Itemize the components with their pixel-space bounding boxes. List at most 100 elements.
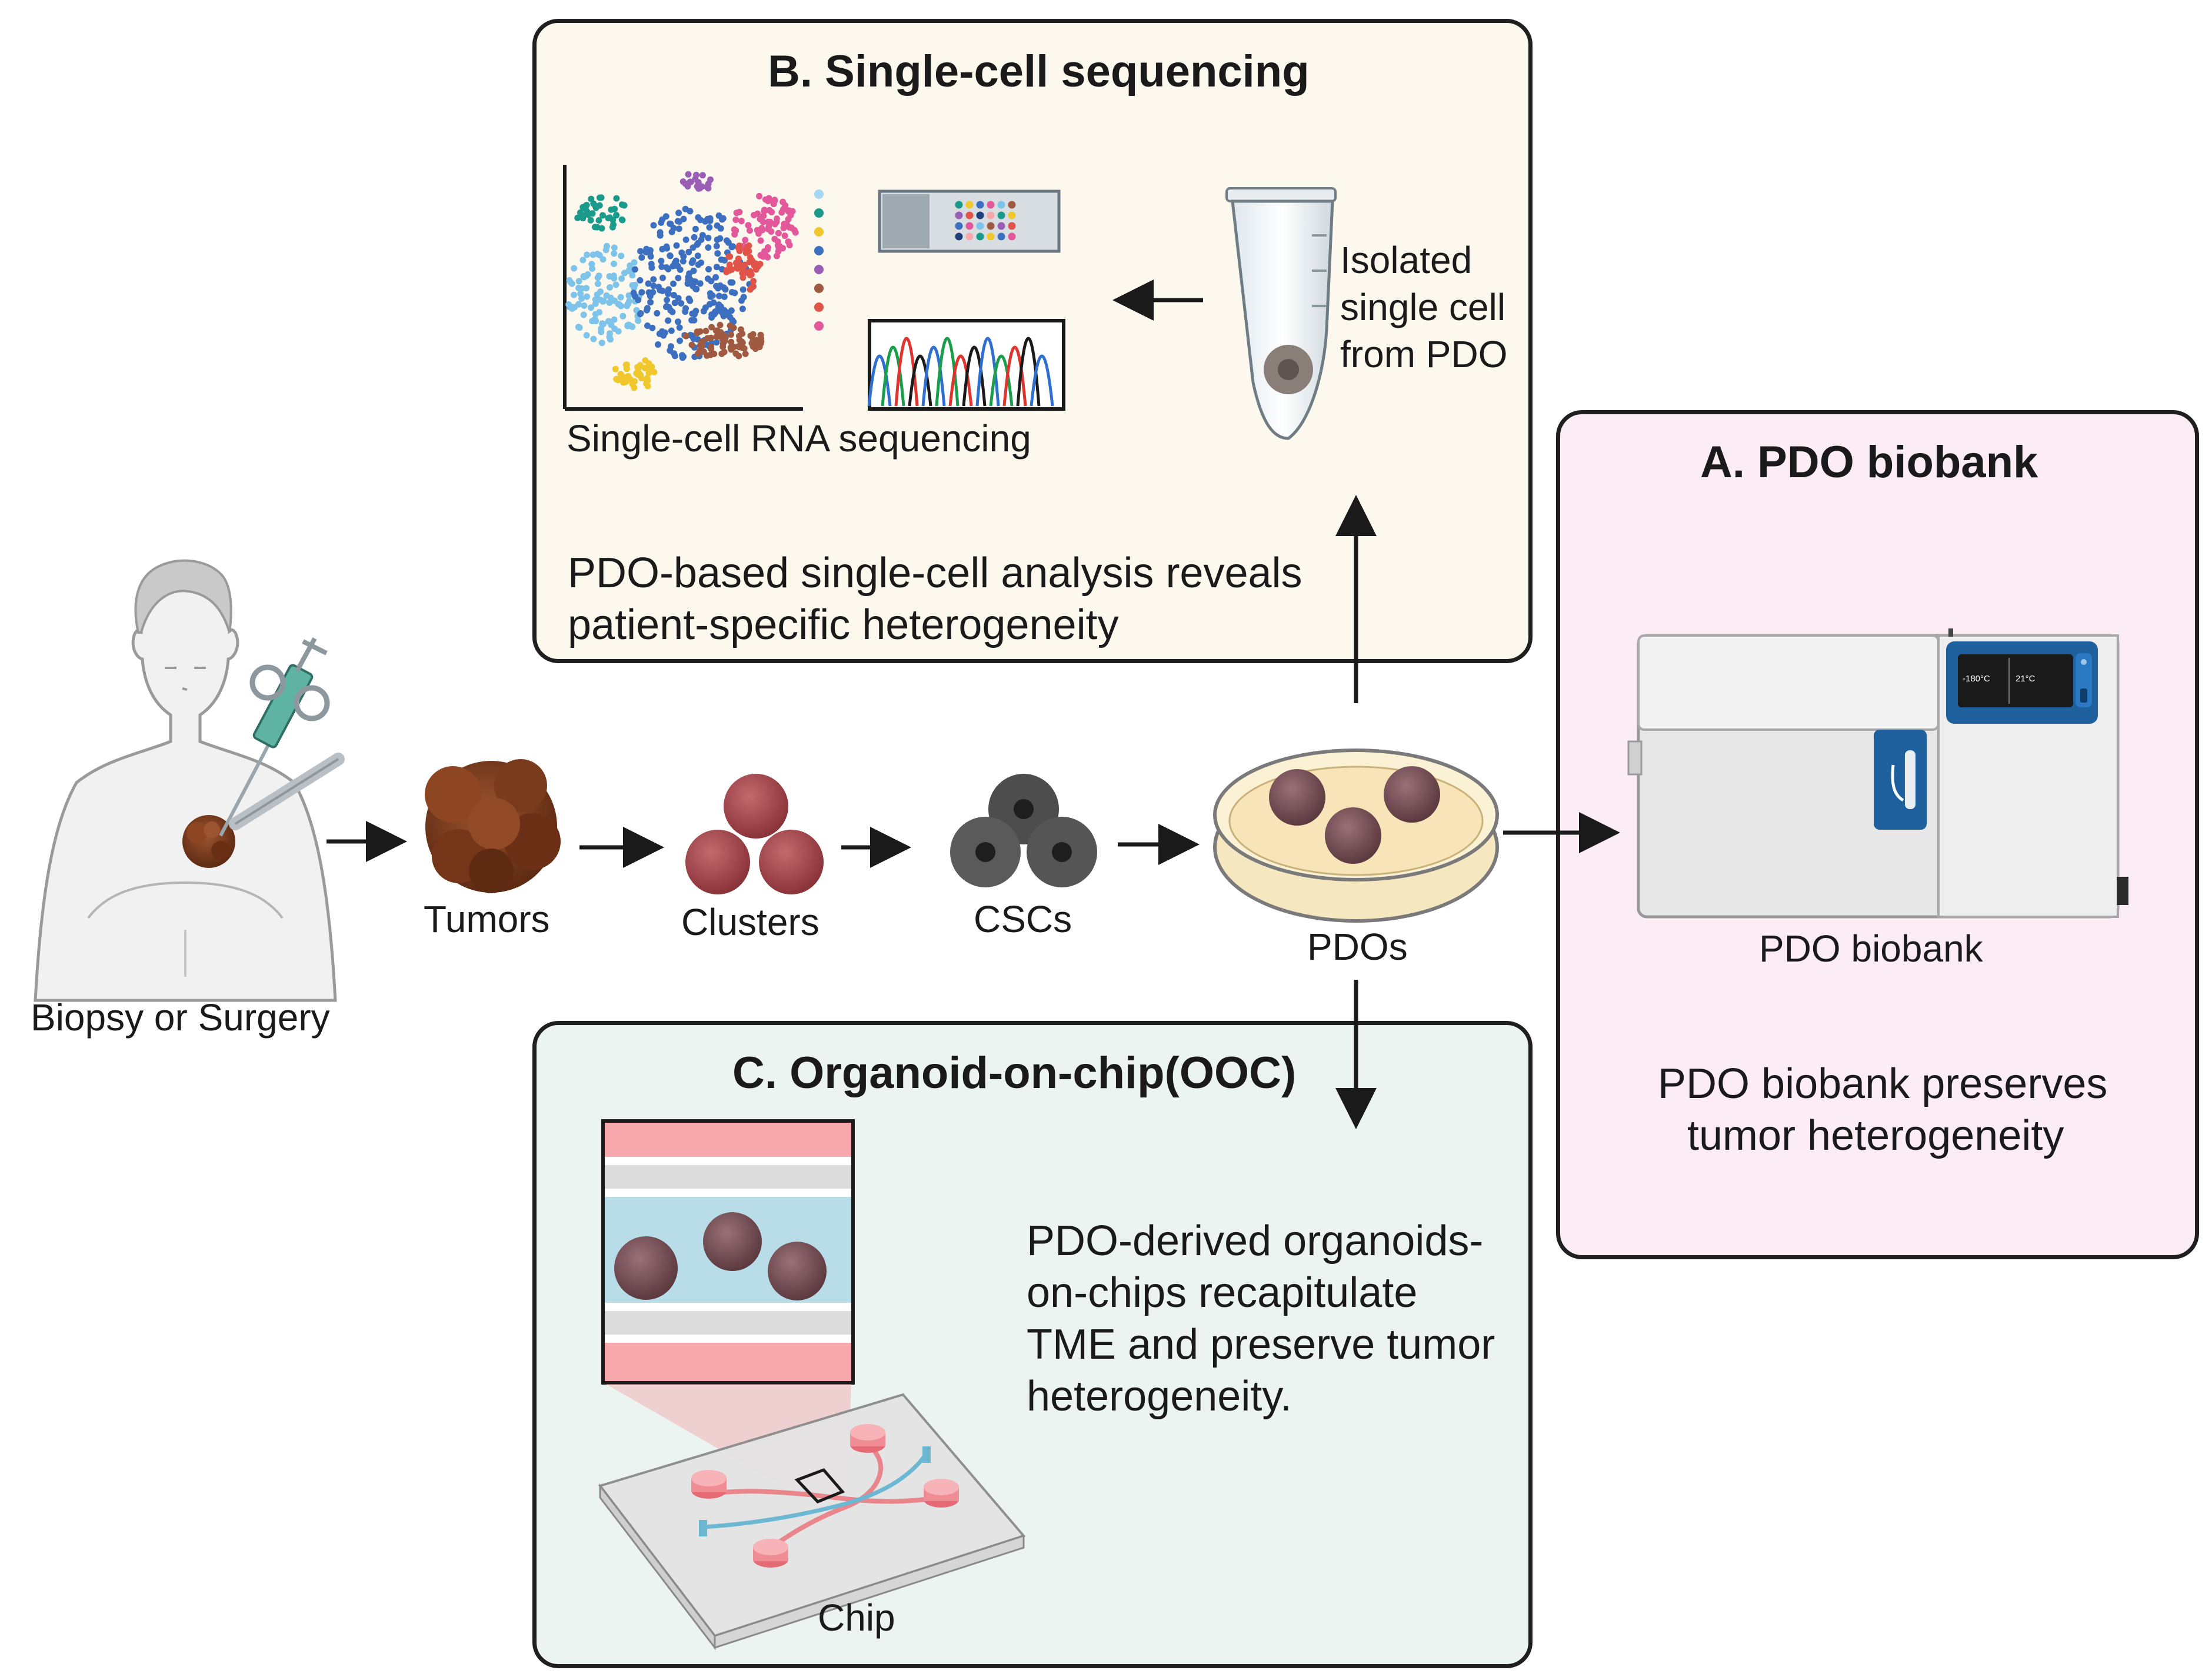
umap-point	[579, 257, 587, 264]
umap-point	[577, 290, 584, 297]
umap-point	[629, 381, 636, 388]
umap-legend-dot	[814, 265, 824, 274]
umap-point	[657, 287, 664, 294]
umap-point	[638, 375, 645, 382]
umap-point	[747, 286, 754, 293]
umap-point	[742, 237, 749, 244]
umap-point	[678, 300, 685, 307]
clusters-label: Clusters	[681, 901, 819, 943]
umap-point	[638, 254, 645, 261]
umap-point	[739, 286, 747, 293]
chromatogram-peak	[948, 354, 973, 407]
panel-a-description-1: PDO biobank preserves	[1658, 1060, 2108, 1107]
umap-point	[618, 201, 625, 208]
umap-point	[675, 295, 682, 302]
umap-point	[588, 195, 595, 202]
umap-point	[581, 302, 588, 309]
umap-point	[610, 221, 617, 228]
umap-point	[694, 183, 701, 190]
umap-point	[685, 171, 692, 178]
umap-point	[651, 368, 658, 375]
umap-point	[781, 232, 788, 239]
umap-point	[613, 195, 620, 202]
umap-point	[615, 328, 622, 335]
umap-point	[691, 234, 698, 241]
umap-point	[657, 229, 664, 236]
umap-point	[599, 256, 607, 263]
panel-c-description-1: PDO-derived organoids-	[1027, 1217, 1484, 1265]
umap-point	[692, 225, 699, 232]
umap-point	[650, 222, 657, 229]
umap-point	[605, 318, 612, 325]
umap-point	[706, 224, 713, 231]
umap-point	[779, 198, 787, 205]
umap-point	[714, 237, 721, 243]
umap-point	[688, 341, 695, 348]
umap-point	[727, 279, 734, 286]
umap-point	[662, 213, 669, 220]
umap-point	[746, 258, 753, 265]
umap-point	[631, 281, 638, 288]
umap-point	[758, 338, 765, 345]
umap-point	[730, 324, 737, 331]
umap-point	[732, 260, 739, 267]
umap-point	[690, 335, 697, 342]
umap-point	[696, 348, 703, 355]
umap-point	[649, 324, 656, 331]
umap-point	[597, 297, 604, 304]
umap-point	[745, 222, 752, 229]
umap-point	[629, 272, 636, 279]
umap-point	[705, 266, 712, 272]
scrna-label: Single-cell RNA sequencing	[567, 417, 1031, 460]
clusters-icon	[685, 774, 824, 894]
chip-well	[1008, 201, 1016, 209]
patient-label: Biopsy or Surgery	[31, 996, 330, 1039]
chip-well	[997, 222, 1005, 230]
umap-point	[658, 219, 665, 226]
umap-point	[756, 192, 763, 199]
umap-point	[575, 301, 582, 308]
umap-point	[615, 301, 622, 308]
umap-point	[612, 365, 619, 372]
umap-point	[631, 266, 638, 273]
umap-point	[670, 280, 677, 287]
umap-point	[647, 299, 654, 306]
freezer-icon	[1627, 628, 2128, 919]
umap-point	[675, 225, 682, 232]
umap-point	[740, 294, 747, 301]
isolated-cell-label-2: single cell	[1340, 286, 1506, 328]
umap-point	[700, 308, 707, 315]
umap-point	[647, 249, 654, 257]
umap-point	[676, 324, 683, 331]
umap-point	[675, 275, 682, 281]
umap-point	[613, 212, 620, 219]
umap-point	[727, 344, 734, 351]
chip-well	[965, 201, 974, 209]
chip-well	[987, 201, 995, 209]
umap-point	[589, 210, 596, 217]
umap-point	[643, 377, 650, 384]
umap-point	[707, 176, 714, 183]
umap-point	[785, 238, 792, 245]
umap-point	[607, 284, 614, 291]
umap-point	[599, 320, 606, 327]
umap-point	[596, 194, 603, 201]
chip-well	[1008, 222, 1016, 230]
umap-point	[757, 237, 764, 244]
umap-point	[637, 248, 644, 255]
tumors-icon	[425, 759, 561, 893]
umap-point	[760, 212, 767, 219]
umap-point	[644, 322, 651, 329]
umap-legend-dot	[814, 284, 824, 293]
umap-point	[685, 295, 692, 302]
umap-point	[667, 347, 674, 354]
chip-zoom-inset	[601, 1119, 855, 1385]
umap-point	[679, 258, 687, 265]
umap-point	[713, 242, 720, 249]
umap-point	[695, 239, 702, 247]
umap-point	[637, 311, 644, 317]
umap-legend-dot	[814, 227, 824, 237]
chromatogram-peak	[921, 345, 946, 407]
umap-point	[655, 341, 661, 348]
chromatogram-icon	[867, 319, 1065, 411]
